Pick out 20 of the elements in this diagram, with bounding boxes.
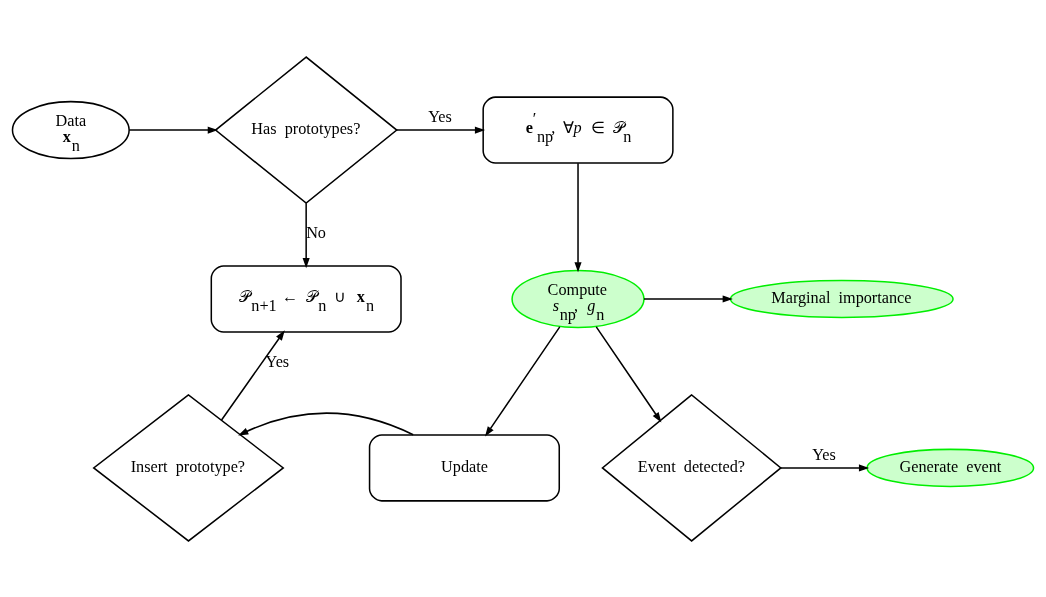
node-ellipse: Marginal importance: [729, 279, 954, 318]
arrow: [395, 126, 486, 134]
arrow: [238, 411, 414, 436]
edge-label: Yes: [428, 107, 452, 126]
node-ellipse: Generate event: [866, 448, 1035, 487]
edge-label: Yes: [812, 445, 836, 464]
node-box: Update: [368, 433, 560, 502]
arrow: [595, 325, 662, 422]
node-diamond: Insert prototype?: [92, 393, 285, 542]
arrow: [574, 162, 582, 272]
node-diamond: Event detected?: [601, 393, 783, 542]
arrow: [779, 463, 870, 471]
arrow: [643, 294, 733, 303]
arrow: [485, 325, 561, 437]
node-diamond: Has prototypes?: [214, 55, 398, 204]
arrow: [128, 126, 218, 134]
arrow: [302, 202, 310, 268]
edge-label: No: [306, 223, 326, 242]
edge-label: Yes: [265, 352, 290, 371]
arrow: [220, 329, 285, 421]
